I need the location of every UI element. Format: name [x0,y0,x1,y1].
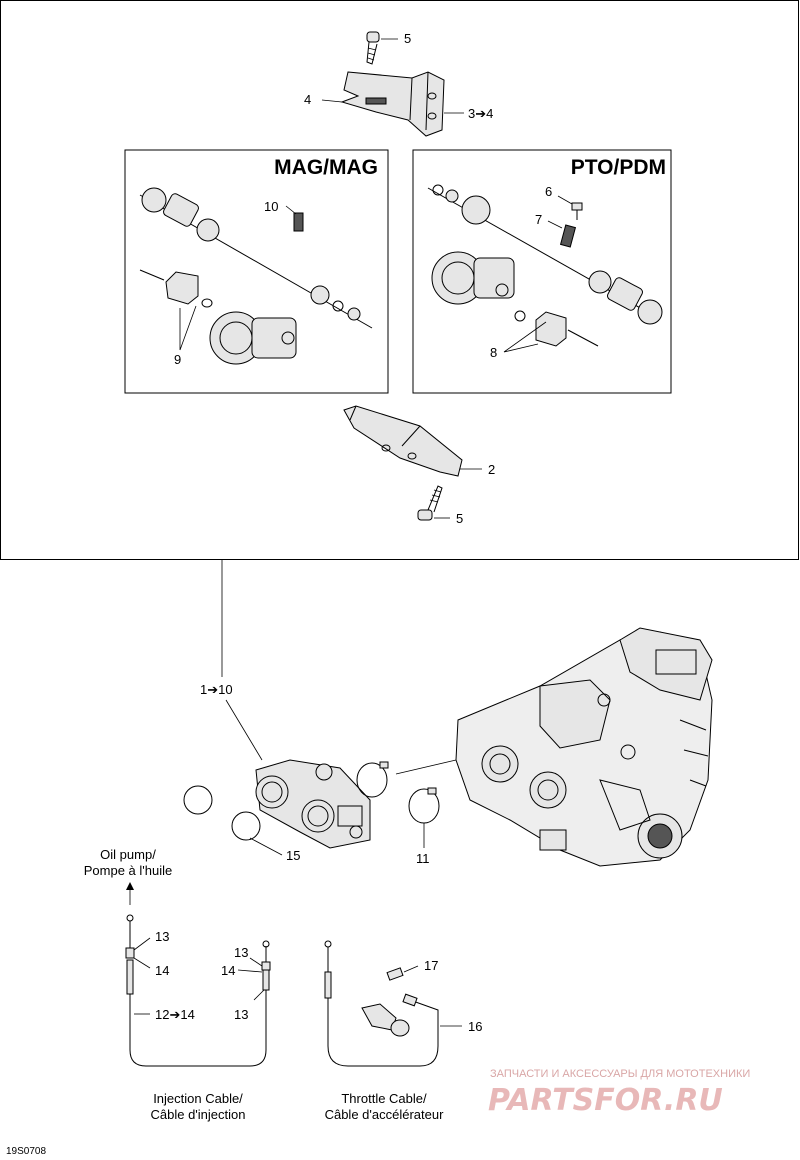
injection-cable-label-fr: Câble d'injection [151,1107,246,1122]
throttle-body-assembly [255,759,371,849]
watermark-brand-logo: PARTSFOR.RU [488,1083,723,1118]
screw-part-5-top [366,31,380,65]
callout-13-right-bottom: 13 [234,1007,248,1022]
callout-6: 6 [545,184,552,199]
throttle-cable-part-16 [324,940,439,1067]
pto-throttle-body [431,251,526,322]
engine-illustration [455,627,713,867]
throttle-cable-label-en: Throttle Cable/ [341,1091,427,1106]
bracket-part-3 [340,71,445,137]
mag-shaft-assembly [139,187,373,329]
figure-code: 19S0708 [6,1146,46,1157]
pto-panel [412,149,672,394]
callout-17: 17 [424,958,438,973]
screw-part-5-bottom [417,485,443,521]
throttle-cable-label-fr: Câble d'accélérateur [325,1107,444,1122]
callout-3-to-4: 3➔4 [468,106,493,121]
upper-frame [0,0,799,560]
pto-sensor-8 [535,311,599,347]
up-arrow-icon [126,882,134,890]
callout-5-bottom: 5 [456,511,463,526]
callout-2: 2 [488,462,495,477]
o-ring-part-15 [183,785,261,841]
pto-shaft-assembly [427,184,663,325]
mag-throttle-body [209,311,297,365]
callout-4: 4 [304,92,311,107]
oil-pump-label-en: Oil pump/ [100,847,156,862]
callout-13-left: 13 [155,929,169,944]
callout-9: 9 [174,352,181,367]
callout-14-left: 14 [155,963,169,978]
oil-pump-label-fr: Pompe à l'huile [84,863,172,878]
injection-cable-part-12 [125,914,271,1067]
callout-7: 7 [535,212,542,227]
pto-panel-title: PTO/PDM [571,156,666,179]
cable-end-part-17 [386,967,404,981]
callout-16: 16 [468,1019,482,1034]
callout-5-top: 5 [404,31,411,46]
bracket-part-2 [343,405,463,477]
callout-10: 10 [264,199,278,214]
callout-12-to-14: 12➔14 [155,1007,195,1022]
spring-part-7 [559,224,577,248]
callout-1-to-10: 1➔10 [200,682,233,697]
callout-11: 11 [416,851,430,866]
callout-14-right: 14 [221,963,235,978]
callout-8: 8 [490,345,497,360]
watermark-tagline: ЗАПЧАСТИ И АКСЕССУАРЫ ДЛЯ МОТОТЕХНИКИ [490,1068,750,1080]
callout-13-right-top: 13 [234,945,248,960]
mag-panel-title: MAG/MAG [274,156,378,179]
callout-15: 15 [286,848,300,863]
screw-part-6 [571,202,583,220]
mag-panel [124,149,389,394]
injection-cable-label-en: Injection Cable/ [153,1091,243,1106]
spring-part-10 [293,212,304,232]
mag-sensor-9 [139,269,213,308]
